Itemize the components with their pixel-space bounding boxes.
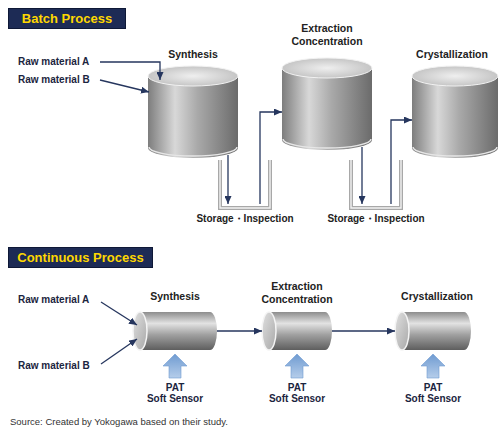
text-group: Synthesis — [130, 290, 220, 303]
cylinder-body — [148, 76, 238, 158]
sensor-arrow — [285, 354, 309, 378]
cylinder-shape — [412, 66, 498, 158]
flow-reactor: Extraction Concentration — [252, 280, 342, 352]
pipe-shape — [395, 312, 471, 350]
flow-arrow — [217, 330, 262, 331]
pipe-body — [402, 312, 471, 350]
feed-arrow — [101, 339, 137, 364]
cylinder-top — [412, 66, 498, 86]
stage-name: Extraction Concentration — [252, 280, 342, 306]
sensor-arrow — [421, 354, 445, 378]
stage-name: Extraction Concentration — [274, 22, 380, 48]
batch-vessel: Crystallization — [404, 48, 500, 160]
flow-arrow — [332, 330, 395, 331]
pipe-face — [262, 312, 276, 350]
sensor-arrow — [163, 354, 187, 378]
text-group: Batch Process — [9, 9, 125, 28]
storage-tank: Storage・Inspection — [218, 160, 272, 226]
wrap-spacer — [143, 382, 157, 393]
cylinder-top — [282, 58, 372, 78]
feed-label: Raw material A — [18, 294, 108, 306]
cylinder-rim — [413, 147, 497, 156]
source-caption: Source: Created by Yokogawa based on the… — [10, 416, 228, 427]
feed-label: Raw material B — [18, 360, 108, 372]
wrap-spacer — [193, 382, 207, 393]
cylinder-shape — [148, 66, 238, 158]
tank-wall — [220, 160, 270, 208]
text-group: Crystallization — [392, 290, 482, 303]
cylinder-body — [282, 68, 372, 150]
cylinder-rim — [283, 139, 371, 148]
feed-arrow — [100, 80, 149, 92]
pipe-shape — [262, 312, 332, 350]
cylinder-shape — [282, 58, 372, 150]
batch-vessel: Synthesis — [140, 48, 246, 160]
text-group: Storage・Inspection — [190, 212, 300, 225]
section-header: Continuous Process — [8, 247, 153, 268]
stage-name: Synthesis — [130, 290, 220, 303]
pipe-shape — [133, 312, 217, 350]
tank-wall-inner — [351, 160, 401, 208]
flow-reactor: Crystallization — [392, 290, 482, 352]
text-group: Storage・Inspection — [321, 212, 431, 225]
tank-wall — [351, 160, 401, 208]
text-group: Crystallization — [404, 48, 500, 61]
feed-arrow — [101, 302, 137, 325]
feed-label: Raw material B — [18, 74, 108, 86]
cylinder-rim — [149, 147, 237, 156]
wrap-spacer — [265, 382, 279, 393]
pipe-face — [133, 312, 147, 350]
flow-reactor: Synthesis — [130, 290, 220, 352]
text-group: Synthesis — [140, 48, 246, 61]
pipe-body — [140, 312, 217, 350]
cylinder-body — [412, 76, 498, 158]
tank-outline — [218, 160, 272, 210]
tank-wall-inner — [220, 160, 270, 208]
stage-name: Synthesis — [140, 48, 246, 61]
section-title: Batch Process — [22, 11, 112, 26]
text-group: Continuous Process — [9, 248, 152, 267]
batch-vessel: Extraction Concentration — [274, 22, 380, 152]
flow-arrow — [227, 155, 228, 204]
stage-name: Crystallization — [392, 290, 482, 303]
feed-label: Raw material A — [18, 56, 108, 68]
pipe-face — [395, 312, 409, 350]
text-group: Extraction Concentration — [252, 280, 342, 306]
text-group: Extraction Concentration — [274, 22, 380, 48]
flow-arrow — [361, 147, 362, 204]
stage-name: Crystallization — [404, 48, 500, 61]
sensor-label: PAT Soft Sensor — [265, 382, 329, 404]
storage-tank: Storage・Inspection — [349, 160, 403, 226]
pipe-body — [269, 312, 332, 350]
wrap-spacer — [451, 382, 465, 393]
wrap-spacer — [315, 382, 329, 393]
tank-outline — [349, 160, 403, 210]
wrap-spacer — [401, 382, 415, 393]
section-title: Continuous Process — [17, 250, 143, 265]
section-header: Batch Process — [8, 8, 126, 29]
storage-label: Storage・Inspection — [190, 212, 300, 225]
sensor-label: PAT Soft Sensor — [143, 382, 207, 404]
storage-label: Storage・Inspection — [321, 212, 431, 225]
cylinder-top — [148, 66, 238, 86]
sensor-label: PAT Soft Sensor — [401, 382, 465, 404]
